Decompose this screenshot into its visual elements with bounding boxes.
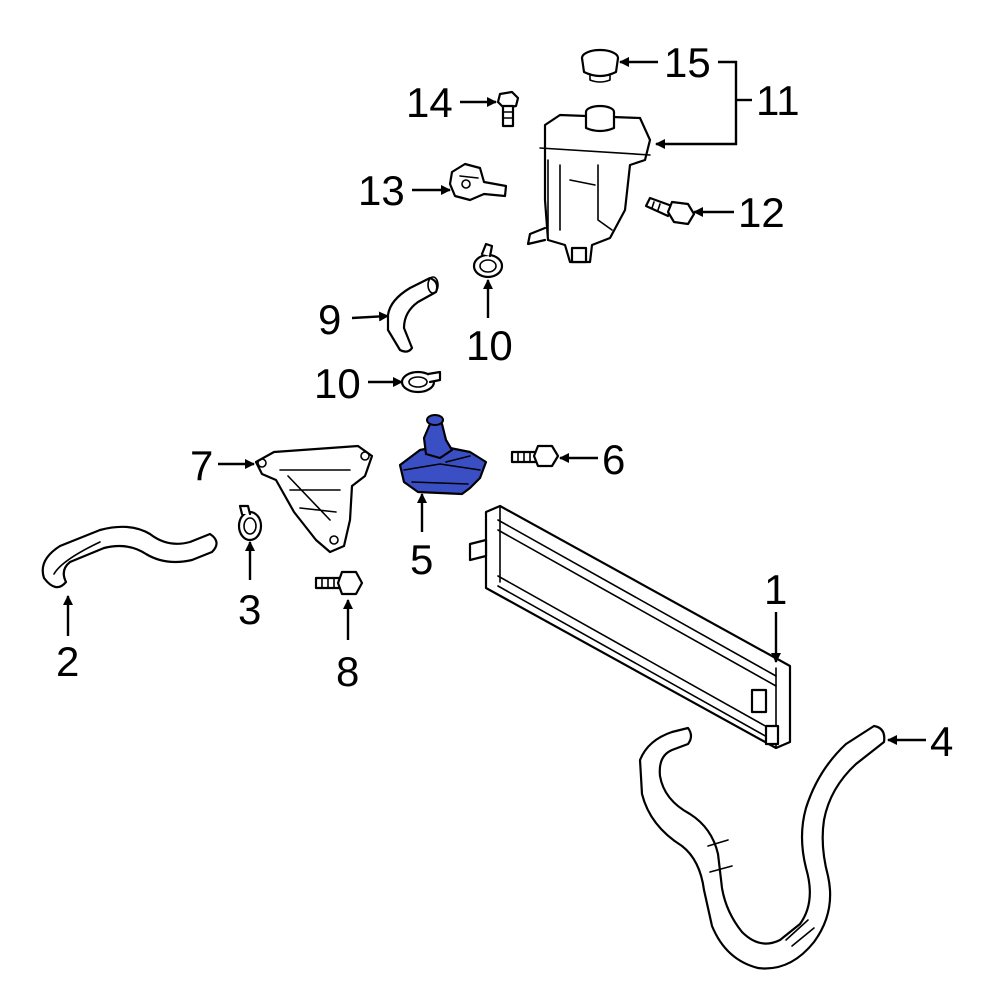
callout-6: 6 <box>602 436 625 483</box>
callout-5: 5 <box>410 536 433 583</box>
callout-8: 8 <box>336 648 359 695</box>
part-hose-elbow[interactable] <box>386 276 439 353</box>
part-mounting-bracket[interactable] <box>254 444 374 554</box>
callout-12: 12 <box>738 189 785 236</box>
callout-15: 15 <box>664 39 711 86</box>
part-radiator-hose-lower[interactable] <box>41 525 218 589</box>
part-coolant-reservoir[interactable] <box>526 104 652 264</box>
part-flange-bolt[interactable] <box>644 196 696 226</box>
part-pump-bolt[interactable] <box>510 444 560 468</box>
part-bracket-bolt[interactable] <box>314 570 364 596</box>
callout-11: 11 <box>756 77 800 124</box>
callout-9: 9 <box>318 296 341 343</box>
part-hose-clamp-small[interactable] <box>237 504 263 542</box>
leader-lines <box>63 57 926 745</box>
part-hose-clamp-upper[interactable] <box>472 242 504 279</box>
part-radiator[interactable] <box>468 504 792 750</box>
callout-13: 13 <box>358 167 405 214</box>
callout-10-lower: 10 <box>314 360 361 407</box>
callout-1: 1 <box>764 566 787 613</box>
part-small-bracket[interactable] <box>448 162 508 202</box>
part-radiator-hose-long[interactable] <box>638 724 886 970</box>
part-water-pump[interactable] <box>398 414 488 496</box>
part-reservoir-cap[interactable] <box>580 48 620 83</box>
callout-7: 7 <box>190 442 213 489</box>
part-hose-clamp-lower[interactable] <box>400 370 442 394</box>
callout-4: 4 <box>930 718 953 765</box>
callout-2: 2 <box>56 638 79 685</box>
callout-3: 3 <box>238 586 261 633</box>
part-bolt-small[interactable] <box>496 90 520 128</box>
callout-10-upper: 10 <box>466 322 513 369</box>
callout-14: 14 <box>406 79 453 126</box>
